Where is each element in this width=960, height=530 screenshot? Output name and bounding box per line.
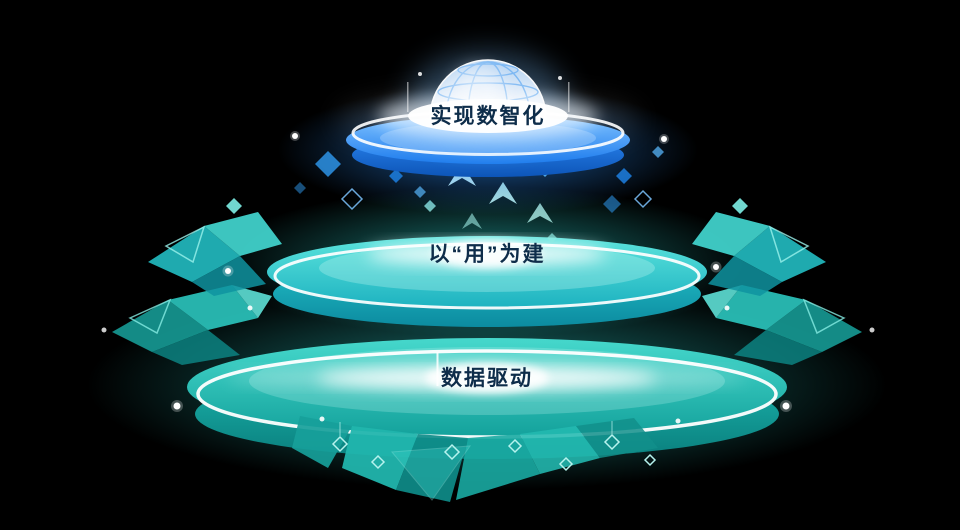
light-streak	[436, 352, 439, 386]
middle-right-wing	[692, 198, 826, 296]
tier-top-label: 实现数智化	[431, 104, 546, 128]
sparkle-dots	[101, 72, 875, 424]
tier-bottom: 数据驱动	[87, 280, 887, 502]
tier-middle: 以“用”为建	[148, 164, 826, 337]
bottom-right-wing	[702, 285, 862, 365]
top-label-band	[378, 94, 598, 138]
middle-left-wing	[148, 198, 282, 296]
bottom-left-wing	[112, 285, 272, 365]
bottom-crystals	[292, 416, 658, 502]
tier-top: 实现数智化	[278, 50, 698, 215]
tier-middle-label: 以“用”为建	[429, 242, 546, 266]
bottom-platform	[187, 338, 787, 459]
middle-label-band	[367, 240, 607, 268]
bottom-label-band	[227, 352, 747, 393]
tier-bottom-label: 数据驱动	[441, 367, 533, 390]
